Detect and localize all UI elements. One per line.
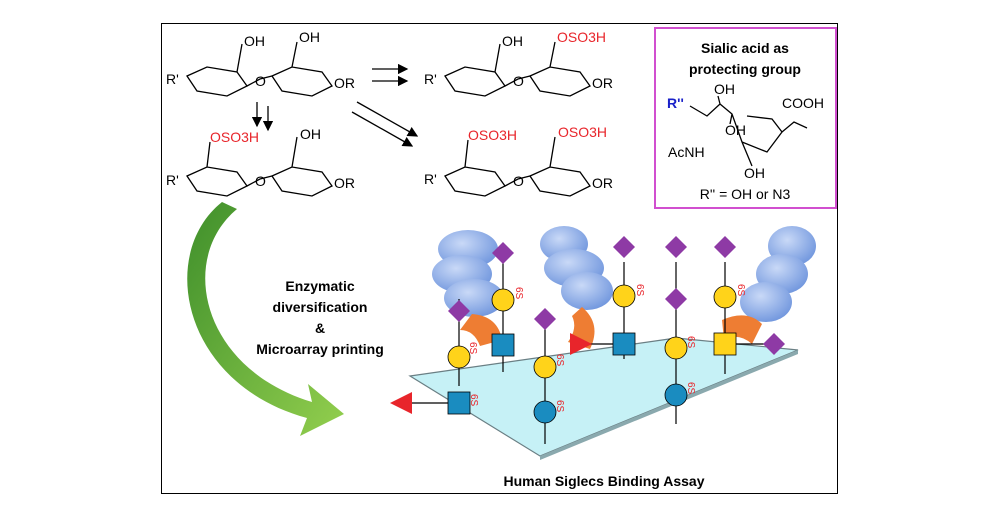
glycosidic-o-label: O <box>513 73 524 89</box>
inset-title-line1: Sialic acid as <box>701 40 789 56</box>
sialic-acid-inset: Sialic acid as protecting group R'' OH O… <box>654 27 837 209</box>
sialic-acid-diamond <box>613 236 635 258</box>
sialic-acid-diamond <box>448 300 470 322</box>
sulfate-6s-label: 6S <box>735 284 746 297</box>
sialic-acid-diamond <box>665 288 687 310</box>
sulfate-label: OSO3H <box>468 127 517 143</box>
or-label: OR <box>592 175 613 191</box>
oh-label: OH <box>244 33 265 49</box>
sulfate-6s-label: 6S <box>685 382 696 395</box>
sulfate-annotations: 6S 6S 6S 6S 6S 6S 6S 6S 6S <box>467 284 746 413</box>
inset-footnote: R'' = OH or N3 <box>700 186 791 202</box>
process-line2: diversification <box>273 299 368 315</box>
oh-label: OH <box>299 29 320 45</box>
acnh-label: AcNH <box>668 144 705 160</box>
figure-frame: OH OH R' O OR OH OSO3H R' O OR OSO3H OH … <box>161 23 838 494</box>
sialic-acid-diamond <box>665 236 687 258</box>
oh-label: OH <box>744 165 765 181</box>
galactose-square <box>713 332 737 356</box>
arrow-diagonal <box>351 111 414 147</box>
process-line1: Enzymatic <box>285 278 354 294</box>
or-label: OR <box>334 75 355 91</box>
or-label: OR <box>592 75 613 91</box>
glucose-circle <box>533 400 557 424</box>
r-prime-label: R' <box>166 71 179 87</box>
disaccharide-6-sulfate: OSO3H OH R' O OR <box>166 126 355 197</box>
arrow-diagonal <box>356 101 419 137</box>
oh-label: OH <box>300 126 321 142</box>
sialic-acid-diamond <box>492 242 514 264</box>
galactose-circle <box>447 345 471 369</box>
sialic-acid-diamond <box>534 308 556 330</box>
glycosidic-o-label: O <box>513 173 524 189</box>
glcnac-square <box>447 391 471 415</box>
sulfate-6s-label: 6S <box>513 287 524 300</box>
curved-arrow <box>187 202 344 436</box>
glcnac-square <box>491 333 515 357</box>
sulfate-6s-label: 6S <box>634 284 645 297</box>
sialic-acid-diamond <box>763 333 785 355</box>
oh-label: OH <box>714 81 735 97</box>
inset-border <box>654 27 837 209</box>
or-label: OR <box>334 175 355 191</box>
inset-title-line2: protecting group <box>689 61 801 77</box>
disaccharide-disulfate: OSO3H OSO3H R' O OR <box>424 124 613 197</box>
cooh-label: COOH <box>782 95 824 111</box>
glycan-symbols <box>390 236 785 424</box>
galactose-circle <box>612 284 636 308</box>
sulfate-label: OSO3H <box>558 124 607 140</box>
sulfate-label: OSO3H <box>557 29 606 45</box>
glcnac-square <box>612 332 636 356</box>
sulfate-6s-label: 6S <box>468 394 479 407</box>
slide-edge <box>540 350 798 460</box>
galactose-circle <box>713 285 737 309</box>
process-line4: Microarray printing <box>256 341 384 357</box>
assay-caption: Human Siglecs Binding Assay <box>504 473 705 489</box>
sulfate-6s-label: 6S <box>467 342 478 355</box>
r-prime-label: R' <box>166 172 179 188</box>
disaccharide-starting: OH OH R' O OR <box>166 29 355 97</box>
galactose-circle <box>664 336 688 360</box>
sialic-acid-diamond <box>714 236 736 258</box>
process-line3: & <box>315 320 325 336</box>
process-label: Enzymatic diversification & Microarray p… <box>256 278 384 357</box>
r-double-prime-label: R'' <box>667 95 684 111</box>
glycosidic-o-label: O <box>255 73 266 89</box>
sulfate-6s-label: 6S <box>554 354 565 367</box>
toc-graphic: OH OH R' O OR OH OSO3H R' O OR OSO3H OH … <box>166 27 837 489</box>
oh-label: OH <box>502 33 523 49</box>
reaction-arrows <box>251 63 419 147</box>
glucose-circle <box>664 383 688 407</box>
r-prime-label: R' <box>424 171 437 187</box>
sulfate-6s-label: 6S <box>554 400 565 413</box>
fucose-triangle <box>570 333 592 355</box>
sulfate-label: OSO3H <box>210 129 259 145</box>
oh-label: OH <box>725 122 746 138</box>
disaccharide-6prime-sulfate: OH OSO3H R' O OR <box>424 29 613 97</box>
r-prime-label: R' <box>424 71 437 87</box>
galactose-circle <box>533 355 557 379</box>
glycosidic-o-label: O <box>255 173 266 189</box>
sulfate-6s-label: 6S <box>685 336 696 349</box>
fucose-triangle <box>390 392 412 414</box>
galactose-circle <box>491 288 515 312</box>
